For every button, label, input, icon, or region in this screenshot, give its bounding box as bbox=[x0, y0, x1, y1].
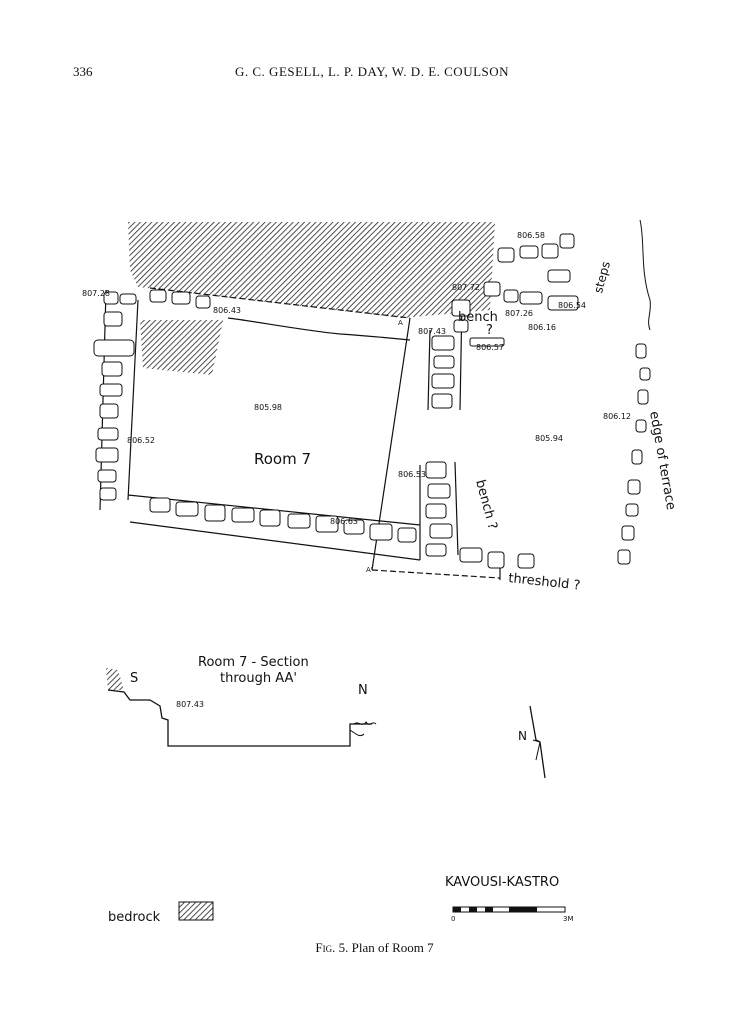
page-number: 336 bbox=[73, 64, 93, 79]
scale-bar bbox=[452, 906, 566, 913]
bedrock-area-north bbox=[128, 222, 495, 318]
section-north-label: N bbox=[358, 683, 368, 698]
elevation-806-43: 806.43 bbox=[213, 306, 241, 315]
room-7-label: Room 7 bbox=[254, 450, 311, 468]
caption-text: 5. Plan of Room 7 bbox=[338, 940, 434, 955]
elevation-806-57: 806.57 bbox=[476, 343, 504, 352]
site-title: KAVOUSI-KASTRO bbox=[445, 875, 559, 890]
edge-of-terrace-label: edge of terrace bbox=[646, 410, 678, 511]
bench-label-upper: bench bbox=[458, 310, 498, 325]
legend-bedrock-label: bedrock bbox=[108, 910, 161, 925]
threshold-label: threshold ? bbox=[508, 571, 581, 593]
elevation-806-54: 806.54 bbox=[558, 301, 586, 310]
elevation-806-52: 806.52 bbox=[127, 436, 155, 445]
steps-label: steps bbox=[591, 260, 613, 295]
elevation-805-94: 805.94 bbox=[535, 434, 563, 443]
elevation-807-28: 807.28 bbox=[82, 289, 110, 298]
elevation-806-53: 806.53 bbox=[398, 470, 426, 479]
elevation-806-12: 806.12 bbox=[603, 412, 631, 421]
section-marker-a-prime: A' bbox=[366, 566, 373, 574]
caption-prefix: Fig. bbox=[315, 940, 336, 955]
elevation-805-98: 805.98 bbox=[254, 403, 282, 412]
elevation-806-58: 806.58 bbox=[517, 231, 545, 240]
scale-end: 3M bbox=[563, 915, 574, 923]
section-marker-a: A bbox=[398, 319, 403, 327]
figure-caption: Fig. 5. Plan of Room 7 bbox=[0, 940, 749, 956]
section-drawing bbox=[106, 668, 377, 747]
bench-question-upper: ? bbox=[486, 323, 493, 338]
scale-start: 0 bbox=[451, 915, 455, 923]
section-title-line1: Room 7 - Section bbox=[198, 655, 309, 670]
section-elevation: 807.43 bbox=[176, 700, 204, 709]
running-head-authors: G. C. GESELL, L. P. DAY, W. D. E. COULSO… bbox=[235, 64, 510, 79]
terrace-stones bbox=[617, 219, 651, 565]
room-walls bbox=[99, 287, 501, 580]
section-south-label: S bbox=[130, 671, 138, 686]
north-arrow-label: N bbox=[518, 729, 527, 743]
elevation-807-43: 807.43 bbox=[418, 327, 446, 336]
bedrock-area-west bbox=[140, 320, 223, 375]
elevation-807-72: 807.72 bbox=[452, 283, 480, 292]
wall-stones bbox=[93, 233, 579, 569]
elevation-806-63: 806.63 bbox=[330, 517, 358, 526]
bench-label-lower: bench ? bbox=[472, 478, 500, 531]
legend-bedrock-swatch bbox=[178, 901, 214, 921]
north-arrow-icon bbox=[529, 705, 546, 779]
elevation-807-26: 807.26 bbox=[505, 309, 533, 318]
elevation-806-16: 806.16 bbox=[528, 323, 556, 332]
section-title-line2: through AA' bbox=[220, 671, 297, 686]
